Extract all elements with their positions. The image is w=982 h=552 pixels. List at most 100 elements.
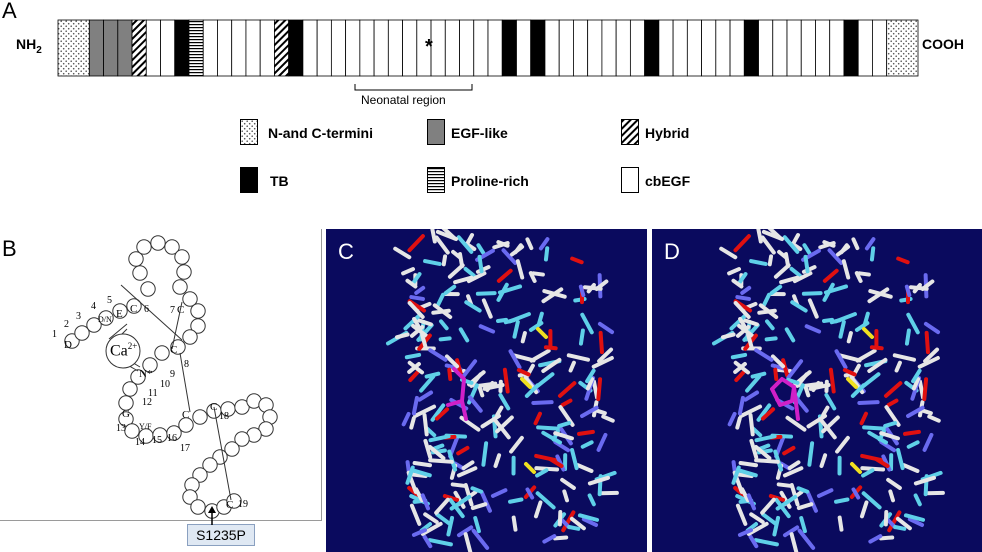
bond-stick bbox=[837, 515, 844, 532]
bond-stick bbox=[760, 407, 776, 421]
bond-stick bbox=[566, 353, 591, 362]
bond-stick bbox=[577, 429, 595, 436]
bond-stick bbox=[423, 259, 442, 266]
bond-stick bbox=[824, 393, 837, 411]
bond-stick bbox=[879, 535, 895, 541]
residue-number: 1 bbox=[52, 329, 57, 340]
domain-segment-cb bbox=[387, 19, 403, 77]
bond-stick bbox=[797, 528, 816, 550]
bond-stick bbox=[776, 482, 793, 488]
bond-stick bbox=[821, 317, 835, 323]
bond-stick bbox=[883, 420, 898, 428]
bond-stick bbox=[888, 489, 896, 503]
domain-segment-tb bbox=[530, 19, 546, 77]
residue-bead bbox=[190, 499, 206, 515]
cbegf-domain-schematic bbox=[64, 235, 278, 519]
legend-swatch-tb bbox=[240, 167, 258, 193]
domain-segment-cb bbox=[587, 19, 603, 77]
bond-stick bbox=[420, 333, 428, 349]
residue-letter: C bbox=[226, 499, 234, 511]
panel-a-letter: A bbox=[2, 0, 17, 23]
residue-bead bbox=[118, 395, 134, 411]
residue-number: 14 bbox=[135, 437, 145, 448]
bond-stick bbox=[511, 515, 518, 532]
bond-stick bbox=[859, 411, 868, 426]
domain-segment-cb bbox=[686, 19, 702, 77]
bond-stick bbox=[773, 263, 791, 279]
bond-stick bbox=[906, 405, 925, 419]
bond-stick bbox=[594, 279, 609, 291]
bond-stick bbox=[531, 400, 554, 405]
bond-stick bbox=[443, 284, 457, 296]
domain-segment-cb bbox=[359, 19, 375, 77]
residue-letter: G bbox=[122, 408, 130, 420]
bond-stick bbox=[562, 489, 570, 503]
bond-stick bbox=[441, 229, 457, 241]
bond-stick bbox=[906, 440, 920, 449]
domain-segment-egf bbox=[88, 19, 104, 77]
disulfide-stick bbox=[850, 462, 862, 474]
calcium-symbol: Ca bbox=[110, 342, 128, 360]
mutation-label: S1235P bbox=[187, 524, 255, 546]
bond-stick bbox=[753, 538, 779, 547]
bond-stick bbox=[596, 432, 608, 452]
calcium-label: Ca2+ bbox=[110, 341, 137, 360]
bond-stick bbox=[764, 336, 778, 342]
domain-segment-cb bbox=[615, 19, 631, 77]
domain-segment-cb bbox=[558, 19, 574, 77]
bond-stick bbox=[896, 256, 910, 265]
bond-stick bbox=[834, 349, 848, 370]
bond-stick bbox=[821, 405, 830, 418]
residue-letter: E bbox=[116, 308, 123, 320]
bond-stick bbox=[520, 331, 527, 344]
bond-stick bbox=[529, 348, 551, 363]
bond-stick bbox=[913, 493, 922, 507]
bond-stick bbox=[789, 532, 799, 552]
bond-stick bbox=[781, 358, 790, 378]
bond-stick bbox=[749, 438, 759, 460]
bond-stick bbox=[410, 472, 428, 479]
bond-stick bbox=[869, 246, 876, 262]
domain-segment-egf bbox=[117, 19, 133, 77]
bond-stick bbox=[535, 468, 549, 478]
bond-stick bbox=[471, 528, 490, 550]
bond-stick bbox=[561, 510, 576, 533]
serine-residue bbox=[446, 367, 468, 421]
bond-stick bbox=[923, 321, 941, 335]
bond-stick bbox=[585, 377, 595, 391]
bond-stick bbox=[719, 246, 738, 260]
domain-segment-cb bbox=[302, 19, 318, 77]
bond-stick bbox=[828, 367, 836, 394]
bond-stick bbox=[765, 319, 775, 331]
bond-stick bbox=[805, 490, 818, 513]
bond-stick bbox=[748, 534, 759, 549]
bond-stick bbox=[408, 370, 420, 383]
bond-stick bbox=[475, 291, 497, 296]
domain-segment-cb bbox=[231, 19, 247, 77]
bond-stick bbox=[879, 431, 900, 441]
bond-stick bbox=[893, 525, 907, 531]
bond-stick bbox=[422, 534, 433, 549]
bond-stick bbox=[405, 465, 415, 485]
bond-stick bbox=[411, 528, 427, 537]
bond-stick bbox=[730, 352, 748, 360]
bond-stick bbox=[782, 525, 800, 538]
bond-stick bbox=[568, 360, 576, 373]
bond-stick bbox=[821, 415, 840, 434]
bond-stick bbox=[447, 263, 465, 279]
residue-letter: C bbox=[170, 344, 178, 356]
domain-segment-hyb bbox=[131, 19, 147, 77]
bond-stick bbox=[456, 466, 478, 478]
bond-stick bbox=[773, 367, 779, 382]
bond-stick bbox=[779, 275, 800, 285]
residue-letter: D/N bbox=[98, 315, 112, 324]
bond-stick bbox=[867, 357, 888, 374]
bond-stick bbox=[886, 398, 899, 408]
bond-stick bbox=[761, 512, 778, 526]
domain-segment-cb bbox=[658, 19, 674, 77]
bond-stick bbox=[775, 494, 798, 511]
bond-stick bbox=[756, 403, 772, 422]
bond-stick bbox=[816, 488, 834, 498]
residue-number: 15 bbox=[152, 435, 162, 446]
panel-d-letter: D bbox=[664, 239, 680, 264]
